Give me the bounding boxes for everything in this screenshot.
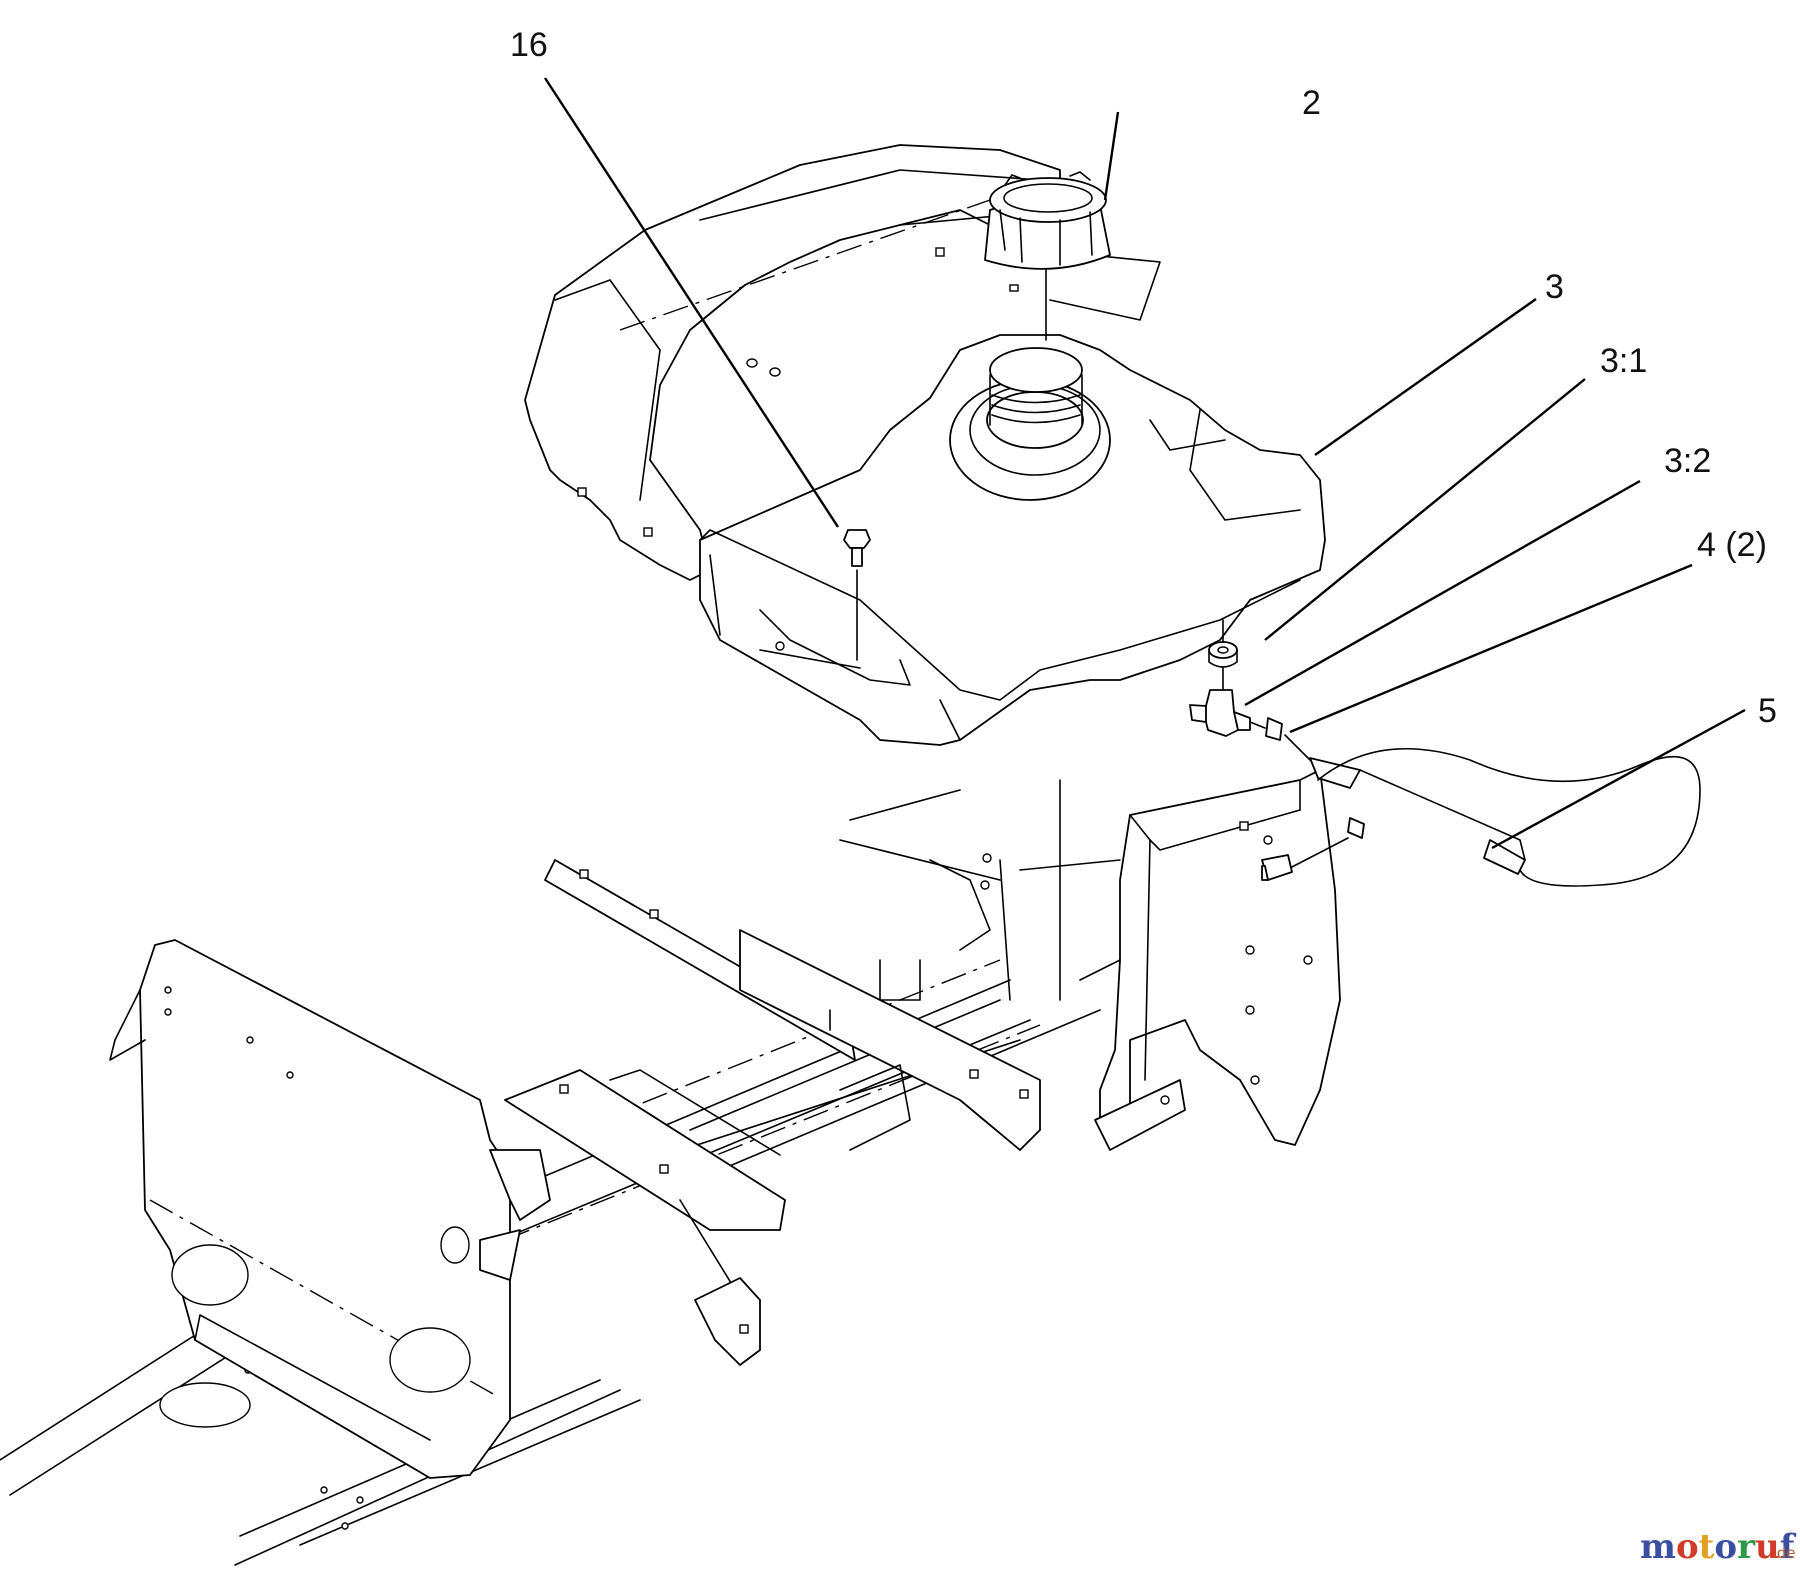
fuel-tank <box>699 284 1326 746</box>
callout-5: 5 <box>1758 692 1777 730</box>
watermark-letter: o <box>1676 1527 1699 1567</box>
watermark-letter: f <box>1780 1527 1797 1567</box>
leader-3-2 <box>1244 479 1641 707</box>
watermark-letter: o <box>1714 1527 1737 1567</box>
watermark-letter: t <box>1699 1527 1715 1567</box>
front-panel <box>109 939 551 1479</box>
callout-3: 3 <box>1545 268 1564 306</box>
leader-2 <box>1103 111 1120 201</box>
callout-3-2: 3:2 <box>1664 442 1711 480</box>
leader-3-1 <box>1264 378 1586 641</box>
callout-2: 2 <box>1302 84 1321 122</box>
callout-labels: 16 2 3 3:1 3:2 4 (2) 5 <box>510 26 1777 730</box>
leader-4 <box>1289 563 1693 734</box>
callout-3-1: 3:1 <box>1600 342 1647 380</box>
fuel-cap <box>984 171 1111 341</box>
watermark-letter: u <box>1755 1527 1780 1567</box>
watermark-logo: motoruf .de <box>1640 1527 1797 1567</box>
leader-16 <box>543 77 840 528</box>
svg-text:.de: .de <box>1772 1544 1796 1562</box>
fuel-fittings <box>1189 619 1701 887</box>
callout-4: 4 (2) <box>1697 526 1767 564</box>
callout-16: 16 <box>510 26 548 64</box>
leader-3 <box>1314 298 1537 456</box>
watermark-letter: m <box>1640 1527 1676 1567</box>
leader-lines <box>543 77 1746 850</box>
watermark-letter: r <box>1737 1527 1756 1567</box>
svg-text:motoruf: motoruf <box>1640 1527 1797 1567</box>
leader-5 <box>1491 708 1746 850</box>
bolt <box>843 529 871 661</box>
rear-frame-bracket <box>999 769 1341 1151</box>
center-frame <box>504 789 1041 1366</box>
